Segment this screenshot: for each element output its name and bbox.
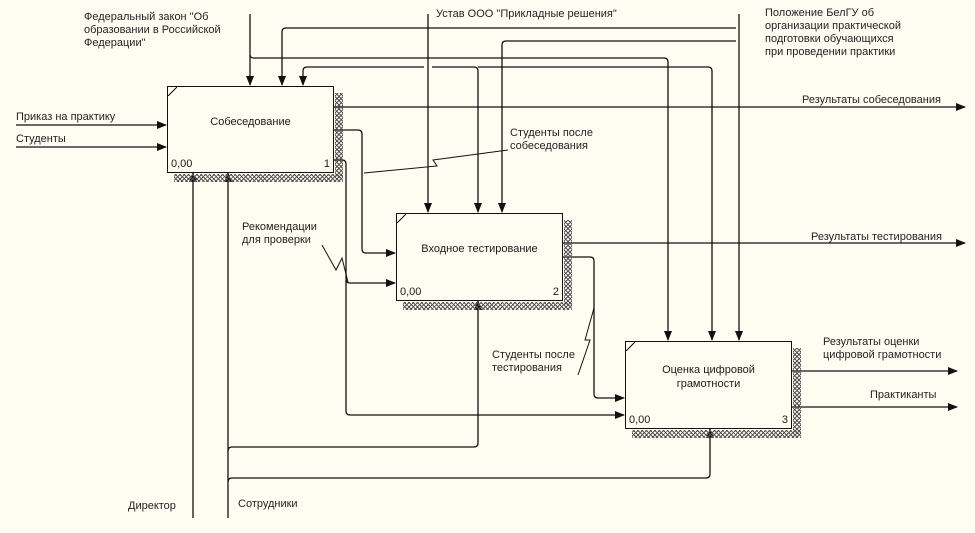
label-federal-law: Федеральный закон "Об образовании в Росс… [84,11,221,50]
label-interns: Практиканты [870,389,937,401]
label-line: Федерации" [84,37,146,49]
block-shadow [632,430,801,438]
block-number: 2 [552,286,559,298]
block-1-interview[interactable]: Собеседование 0,00 1 [167,86,343,182]
leader-recommendations [321,244,349,283]
label-line: тестирования [492,362,562,374]
block-3-digital-literacy[interactable]: Оценка цифровой грамотности 0,00 3 [625,341,801,438]
label-line: Студенты после [492,349,575,361]
label-order-input: Приказ на практику [16,111,116,123]
label-assessment-results: Результаты оценки цифровой грамотности [823,336,941,362]
arrow-block1-to-block2 [334,129,396,257]
arrow-block2-to-block3 [563,256,625,402]
arrow-charter-to-block1 [299,66,424,86]
block-cost: 0,00 [171,158,193,170]
label-interview-results: Результаты собеседования [802,94,941,106]
block-number: 3 [781,414,788,426]
label-line: Положение БелГУ об [765,7,874,19]
label-regulation: Положение БелГУ об организации практичес… [765,7,901,59]
block-number: 1 [323,158,330,170]
arrow-charter-to-block3 [478,66,716,341]
label-line: при проведении практики [765,46,896,58]
block-shadow [793,348,801,434]
label-students-input: Студенты [16,133,66,145]
block-cost: 0,00 [629,414,651,426]
label-line: Рекомендации [242,221,317,233]
label-recommendations: Рекомендации для проверки [242,221,317,247]
block-title: Собеседование [210,115,291,128]
label-students-after-test: Студенты после тестирования [492,349,575,375]
block-shadow [335,93,343,178]
label-line: образовании в Российской [84,24,221,36]
label-line: собеседования [510,140,588,152]
leader-students-after-test [577,307,595,376]
label-line: организации практической [765,20,902,32]
label-line: подготовки обучающихся [765,33,894,45]
block-shadow [403,302,572,310]
block-title: Оценка цифровой грамотности [662,364,755,390]
label-director: Директор [128,500,176,512]
arrow-regulation-to-block1 [278,27,736,86]
label-test-results: Результаты тестирования [811,231,942,243]
block-corner-mark [397,214,406,223]
block-cost: 0,00 [400,286,422,298]
arrow-federal-law-to-block3 [249,54,672,341]
block-2-entry-testing[interactable]: Входное тестирование 0,00 2 [396,213,572,310]
label-line: Результаты оценки [823,336,920,348]
label-staff: Сотрудники [238,498,298,510]
block-corner-mark [168,87,177,96]
label-line: Студенты после [510,127,593,139]
label-line: цифровой грамотности [823,349,942,361]
block-shadow [564,220,572,306]
arrow-staff-to-block2 [227,300,482,452]
block-title: Входное тестирование [421,243,538,255]
block-shadow [174,174,343,182]
leader-students-after-interview [363,149,509,174]
arrow-block1-to-block2b [334,159,396,287]
arrow-block1-to-block3 [345,280,625,419]
label-students-after-interview: Студенты после собеседования [510,127,593,153]
label-charter: Устав ООО "Прикладные решения" [436,8,617,20]
arrow-staff-to-block3 [227,428,714,483]
arrow-charter-to-block2b [432,66,482,213]
block-corner-mark [626,342,635,351]
arrow-regulation-to-block2 [498,40,736,213]
label-line: Федеральный закон "Об [84,11,209,23]
label-line: для проверки [242,234,311,246]
